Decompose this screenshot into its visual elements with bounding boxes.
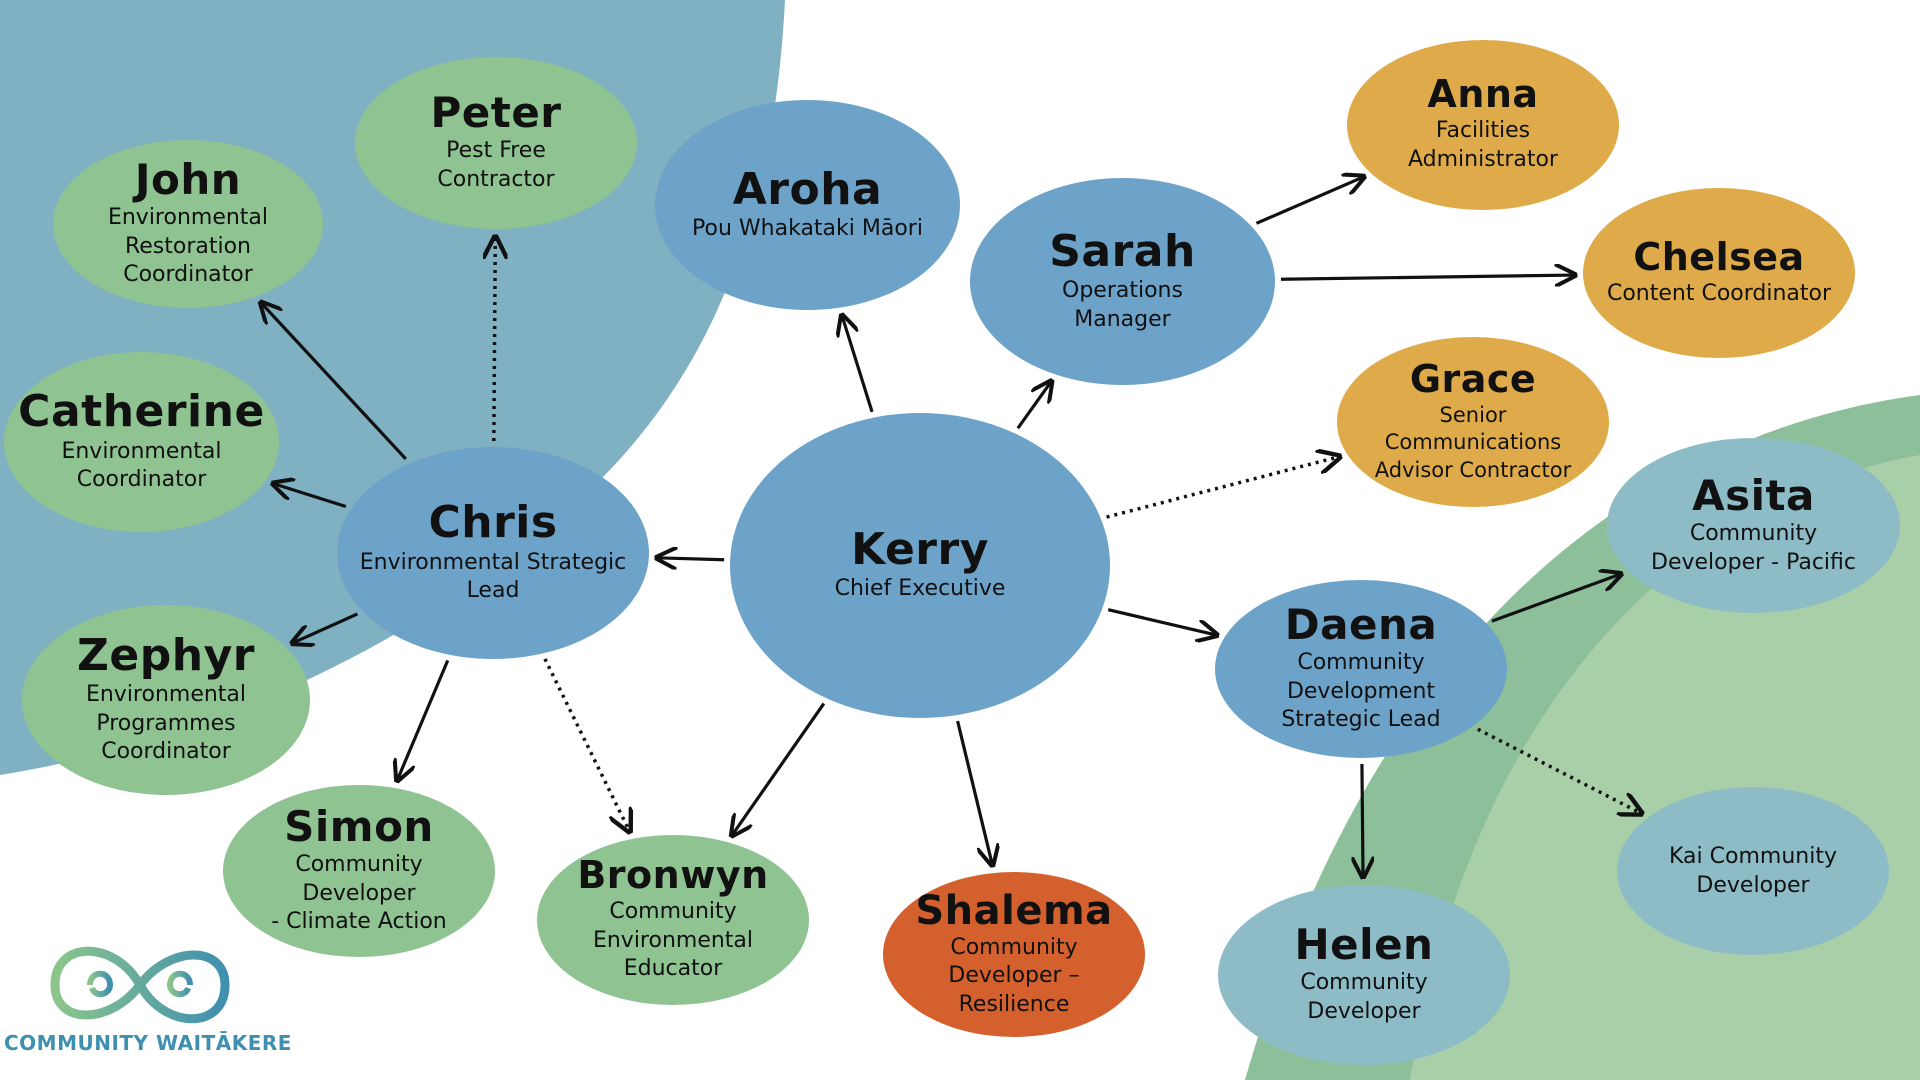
connector-chris-bronwyn [543,658,630,832]
connector-kerry-bronwyn [732,702,826,836]
connector-chris-simon [397,659,450,780]
node-role: Community Development Strategic Lead [1281,650,1441,733]
node-peter: Peter Pest Free Contractor [355,57,637,229]
node-aroha: Aroha Pou Whakataki Māori [655,100,960,310]
node-chris: Chris Environmental Strategic Lead [337,447,649,659]
node-name: Chris [428,497,558,549]
node-name: Bronwyn [577,853,769,898]
node-kai: Kai Community Developer [1617,787,1889,955]
node-name: Sarah [1049,225,1196,277]
node-name: Asita [1692,470,1815,520]
connector-chris-john [261,303,407,460]
connector-kerry-aroha [842,315,874,413]
node-role: Senior Communications Advisor Contractor [1374,403,1572,482]
node-chelsea: Chelsea Content Coordinator [1583,188,1855,358]
connector-kerry-sarah [1016,381,1052,430]
node-name: Grace [1409,357,1537,402]
node-role: Community Environmental Educator [592,899,754,982]
node-name: Shalema [915,887,1113,934]
node-bronwyn: Bronwyn Community Environmental Educator [537,835,809,1005]
connector-chris-zephyr [292,612,359,643]
node-name: Catherine [18,386,265,438]
node-shalema: Shalema Community Developer – Resilience [883,872,1145,1037]
node-name: Zephyr [77,630,255,682]
node-name: Kerry [851,524,989,576]
connector-daena-helen [1362,763,1363,877]
node-grace: Grace Senior Communications Advisor Cont… [1337,337,1609,507]
connector-chris-catherine [273,484,347,509]
node-name: John [134,155,242,205]
node-role: Pou Whakataki Māori [692,215,923,241]
node-role: Operations Manager [1062,278,1183,332]
node-name: Peter [430,88,562,138]
node-role: Environmental Restoration Coordinator [107,205,269,288]
node-anna: Anna Facilities Administrator [1347,40,1619,210]
node-john: John Environmental Restoration Coordinat… [53,140,323,308]
connector-sarah-chelsea [1280,275,1575,279]
node-role: Community Developer – Resilience [948,934,1080,1017]
node-name: Helen [1294,920,1434,970]
node-name: Anna [1427,72,1539,117]
node-role: Environmental Coordinator [61,438,222,493]
node-name: Aroha [732,163,883,215]
connector-kerry-chris [657,558,725,560]
node-role: Chief Executive [834,576,1006,602]
connector-kerry-shalema [956,720,993,865]
node-asita: Asita Community Developer - Pacific [1607,438,1900,613]
node-name: Chelsea [1633,234,1805,279]
node-simon: Simon Community Developer - Climate Acti… [223,785,495,957]
connector-kerry-grace [1106,457,1340,519]
node-role: Facilities Administrator [1408,118,1558,172]
node-sarah: Sarah Operations Manager [970,178,1275,385]
node-catherine: Catherine Environmental Coordinator [4,352,279,532]
node-role: Community Developer - Climate Action [271,852,447,935]
node-role: Environmental Programmes Coordinator [85,682,247,765]
node-zephyr: Zephyr Environmental Programmes Coordina… [22,605,310,795]
node-name: Daena [1284,600,1438,650]
node-helen: Helen Community Developer [1218,885,1510,1065]
logo-text: COMMUNITY WAITĀKERE [4,1031,292,1055]
connector-daena-kai [1477,727,1642,813]
connector-daena-asita [1491,574,1621,623]
node-role: Environmental Strategic Lead [359,549,627,604]
node-role: Content Coordinator [1606,280,1832,306]
node-daena: Daena Community Development Strategic Le… [1215,580,1507,758]
connector-sarah-anna [1255,177,1363,225]
community-waitakere-logo [50,946,230,1024]
node-role: Community Developer - Pacific [1651,520,1856,575]
connector-kerry-daena [1107,608,1217,636]
connector-chris-peter [494,237,495,442]
node-name: Simon [284,802,434,852]
node-role: Pest Free Contractor [437,138,555,193]
node-role: Community Developer [1300,970,1428,1025]
node-kerry: Kerry Chief Executive [730,413,1110,718]
node-role: Kai Community Developer [1669,844,1837,898]
